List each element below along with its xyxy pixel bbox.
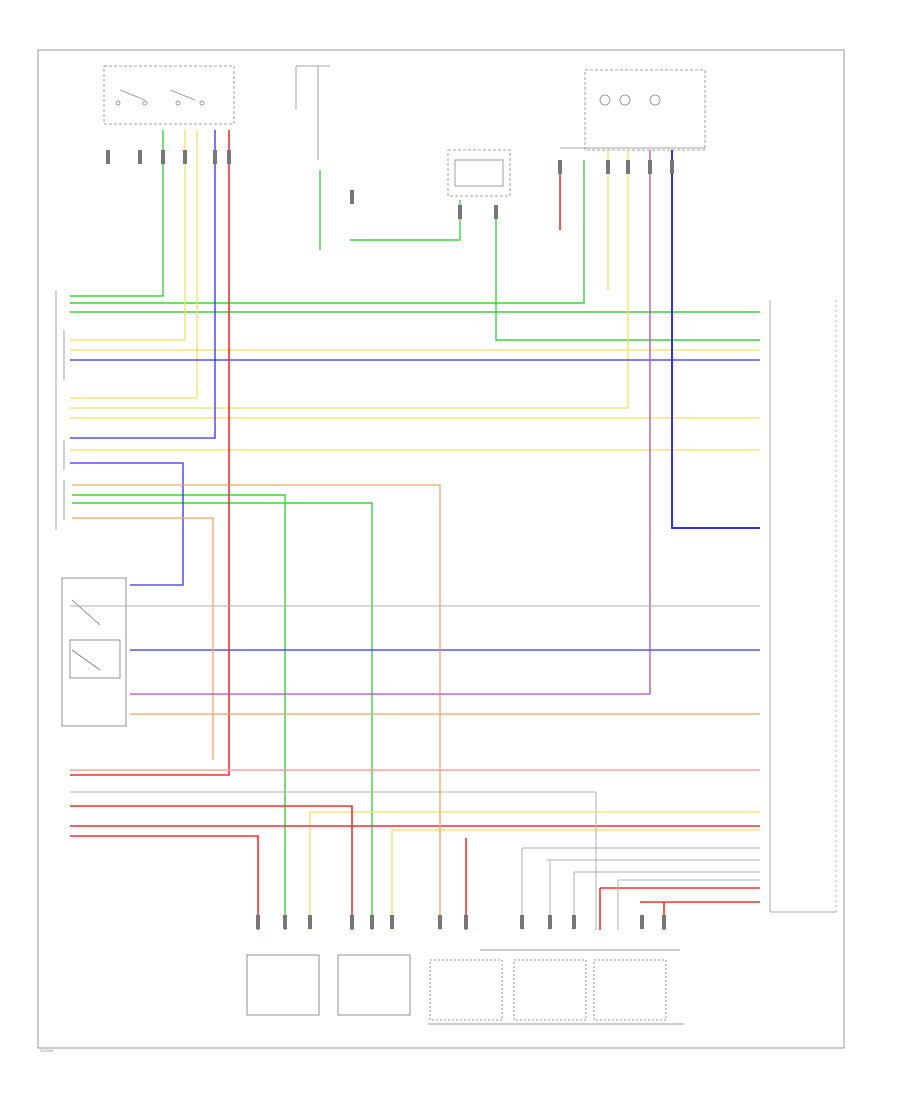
speed-sensor-box xyxy=(447,149,511,197)
engine-control-module xyxy=(769,300,837,913)
wire-green xyxy=(70,130,760,930)
diagram-border xyxy=(37,49,845,1049)
wire-blue xyxy=(70,130,760,651)
diagram-code: G17/04 xyxy=(40,1048,54,1053)
wire-yellow xyxy=(70,130,760,930)
bottom-terminals xyxy=(256,915,666,929)
wire-gray xyxy=(70,605,760,930)
fuse-block xyxy=(295,65,330,160)
left-connectors xyxy=(55,290,65,530)
solenoid-boxes xyxy=(246,949,684,1025)
wire-red xyxy=(70,130,760,930)
wire-violet xyxy=(130,150,651,695)
wire-orange xyxy=(72,484,760,930)
select-switch xyxy=(61,577,127,727)
transmission-range-switch xyxy=(103,65,235,125)
top-terminals xyxy=(106,150,674,219)
relay-box xyxy=(560,69,706,151)
